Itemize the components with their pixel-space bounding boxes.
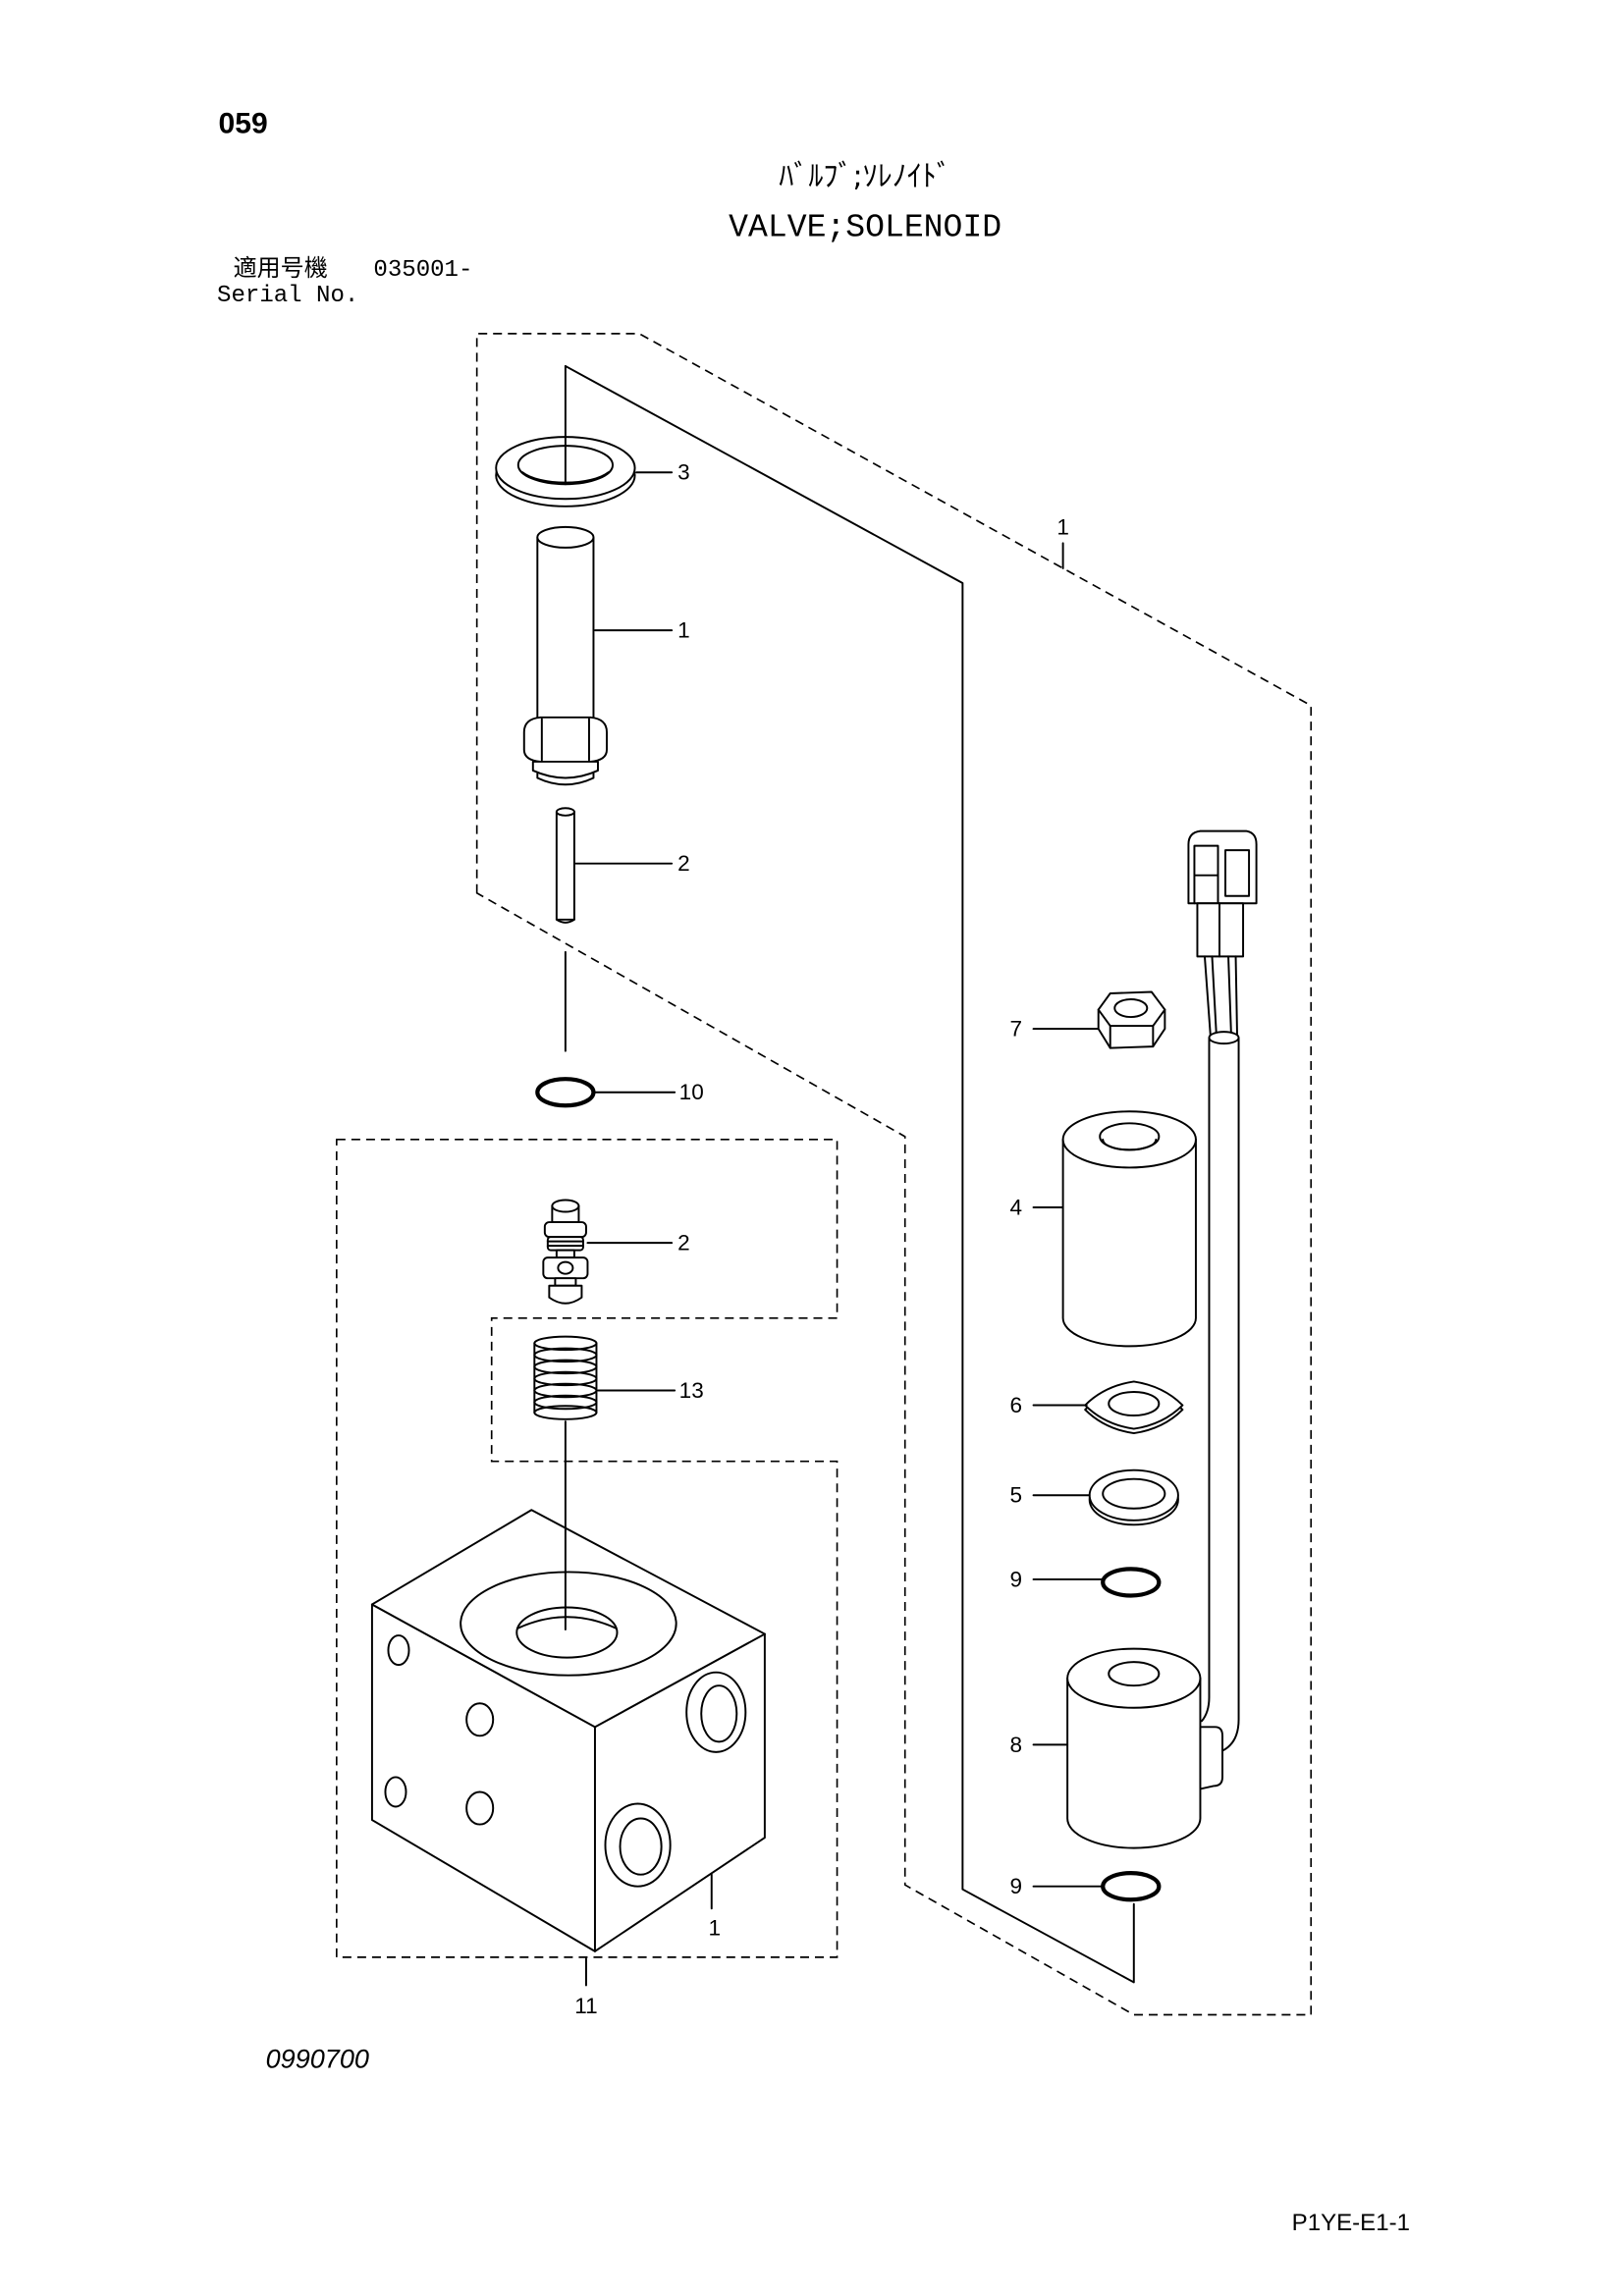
callout-part-5: 5: [1009, 1483, 1022, 1508]
callout-part-1: 1: [677, 618, 690, 643]
applicable-serial-label: 適用号機: [234, 254, 328, 282]
ring-part: [1088, 1468, 1179, 1526]
callout-part-10: 10: [679, 1080, 704, 1104]
assembly-outline-lower: [336, 1139, 839, 1958]
callout-part-6: 6: [1009, 1393, 1022, 1417]
gasket-part: [1084, 1380, 1184, 1435]
page-code: P1YE-E1-1: [1292, 2210, 1410, 2236]
block-hole: [465, 1790, 495, 1826]
callout-assembly-11: 11: [574, 1994, 597, 2018]
spring-part: [533, 1335, 598, 1420]
nut-part: [1097, 990, 1166, 1049]
callout-part-2-pin: 2: [677, 851, 690, 876]
pin-part: [555, 807, 575, 924]
block-hole: [465, 1702, 495, 1737]
callout-part-1-block: 1: [708, 1915, 721, 1940]
page-number: 059: [219, 107, 268, 139]
sleeve-part: [522, 525, 608, 786]
callout-part-4: 4: [1009, 1196, 1022, 1220]
callout-part-8: 8: [1009, 1733, 1022, 1757]
serial-no-label: Serial No.: [217, 283, 358, 309]
assembly-connector-line: [564, 364, 1135, 1984]
spool-part: [542, 1199, 589, 1305]
o-ring-part: [1101, 1567, 1162, 1598]
connector-plug-part: [1187, 829, 1258, 958]
callout-assembly-1: 1: [1056, 514, 1069, 539]
callout-part-13: 13: [679, 1378, 704, 1403]
callout-part-9-lower: 9: [1009, 1874, 1022, 1898]
callout-part-7: 7: [1009, 1017, 1022, 1041]
callout-part-3: 3: [677, 460, 690, 485]
lead-wire-part: [1200, 955, 1240, 1753]
drawing-code: 0990700: [266, 2045, 369, 2074]
serial-number-start: 035001-: [373, 257, 472, 284]
callout-part-2-spool: 2: [677, 1231, 690, 1255]
valve-block-part: [370, 1509, 766, 1952]
callout-part-9: 9: [1009, 1567, 1022, 1591]
block-hole: [384, 1776, 407, 1808]
small-coil-part: [1066, 1647, 1223, 1849]
o-ring-part: [535, 1077, 596, 1108]
title-japanese: ﾊﾞﾙﾌﾞ;ｿﾚﾉｲﾄﾞ: [779, 160, 950, 194]
callout-leaders: [574, 471, 1105, 1987]
block-hole: [387, 1634, 410, 1667]
title-english: VALVE;SOLENOID: [729, 209, 1001, 246]
assembly-outline-upper: [475, 333, 1313, 2016]
o-ring-part: [1101, 1871, 1162, 1902]
solenoid-coil-part: [1061, 1110, 1197, 1348]
